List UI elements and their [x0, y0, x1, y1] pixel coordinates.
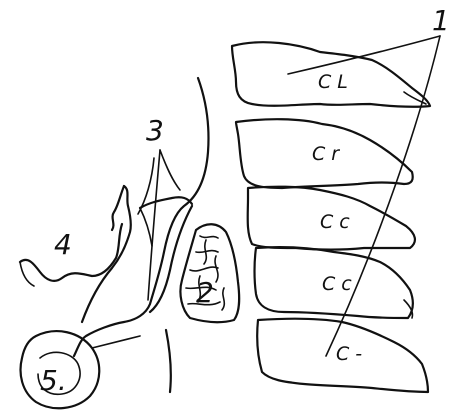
label-4: 4: [54, 228, 72, 261]
label-2: 2: [196, 276, 214, 309]
label-3: 3: [146, 114, 164, 147]
vertebra-3-label: C c: [320, 211, 350, 233]
vertebra-1-label: C L: [318, 71, 348, 93]
vertebra-2-label: C r: [312, 143, 340, 165]
pharynx-outline: [74, 78, 209, 392]
vertebra-4-label: C c: [322, 273, 352, 295]
vertebra-5-label: C -: [336, 343, 362, 365]
label-3-pointers: [138, 150, 180, 300]
label-5: 5.: [40, 364, 67, 397]
label-1: 1: [432, 4, 450, 37]
label-1-pointers: [288, 36, 440, 356]
